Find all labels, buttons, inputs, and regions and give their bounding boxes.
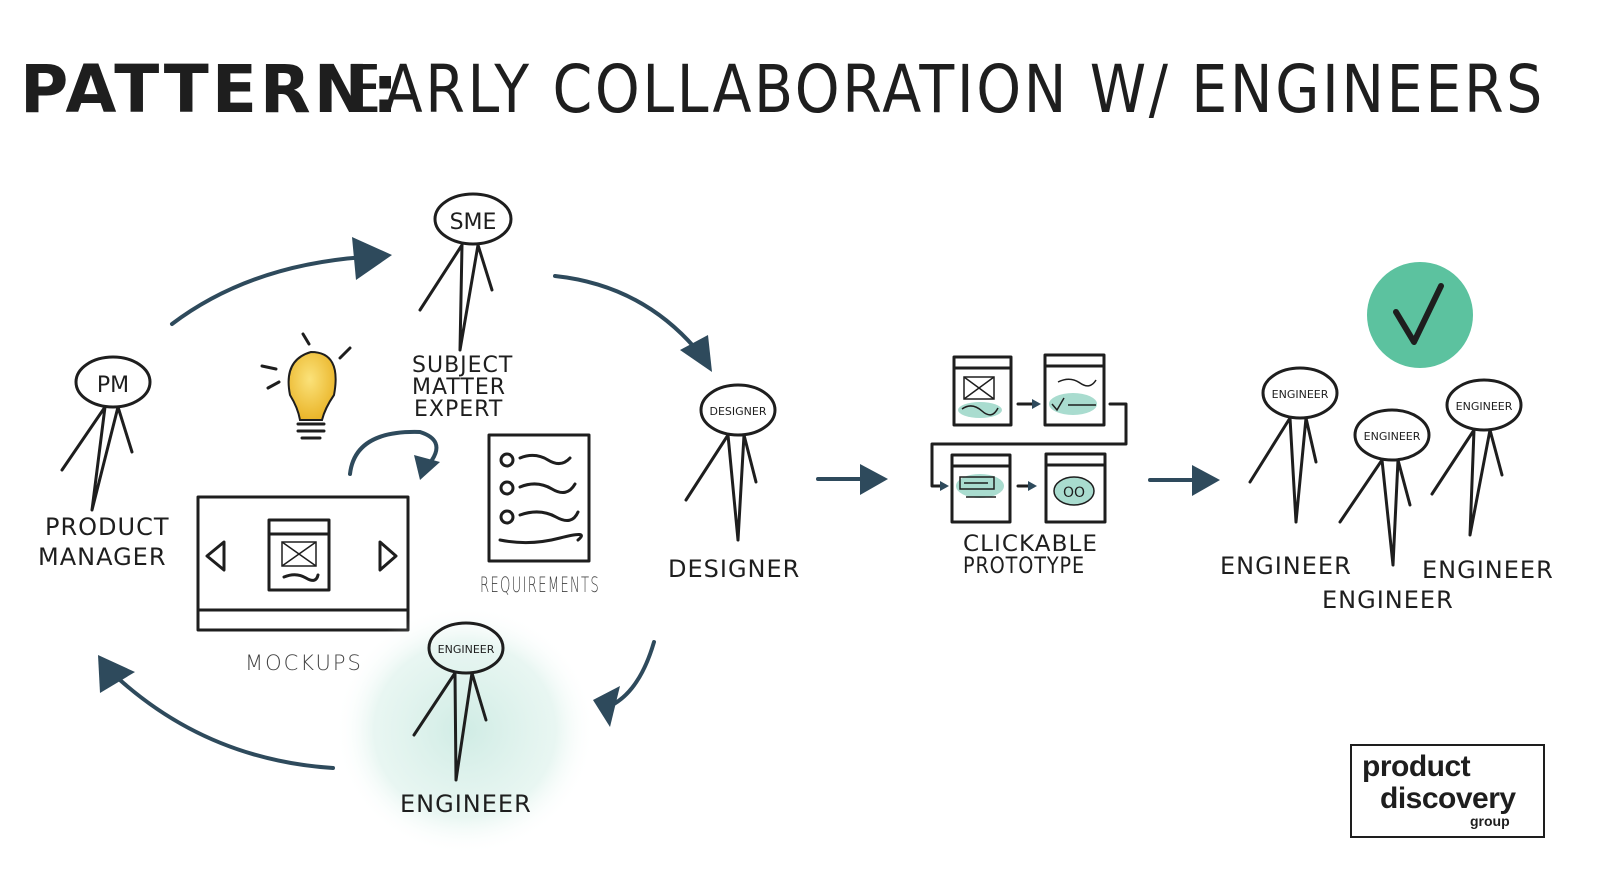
engineer-highlight-wash [335, 605, 595, 855]
prototype-label-line2: PROTOTYPE [963, 554, 1085, 579]
cycle-arrow-sme-to-designer [553, 274, 712, 372]
engineer-1-head-label: ENGINEER [1272, 388, 1329, 401]
engineer-3-head-label: ENGINEER [1456, 400, 1513, 413]
clickable-prototype-artifact: OO CLICKABLE PROTOTYPE [930, 353, 1128, 579]
engineer-2-head-label: ENGINEER [1364, 430, 1421, 443]
figure-engineer-2: ENGINEER ENGINEER [1322, 408, 1454, 614]
figure-designer: DESIGNER DESIGNER [668, 383, 800, 583]
pm-label-line1: PRODUCT [45, 513, 170, 541]
cycle-arrow-pm-to-sme [170, 237, 392, 326]
designer-head-label: DESIGNER [710, 405, 767, 418]
engineer-3-label: ENGINEER [1422, 556, 1554, 584]
sme-head-label: SME [450, 210, 497, 235]
engineer-2-label: ENGINEER [1322, 586, 1454, 614]
flow-arrow-designer-to-prototype [816, 464, 888, 495]
prototype-screen-text: OO [1063, 485, 1085, 501]
engineer-loop-label: ENGINEER [400, 790, 532, 818]
sme-label-line2: MATTER [412, 375, 506, 400]
prototype-label-line1: CLICKABLE [963, 532, 1098, 557]
logo-line-group: group [1470, 813, 1510, 829]
sme-label-line3: EXPERT [414, 397, 503, 422]
curl-arrow-mockups [348, 429, 440, 480]
figure-engineer-3: ENGINEER ENGINEER [1422, 378, 1554, 584]
brand-logo: product discovery group [1350, 744, 1545, 838]
title-prefix: PATTERN: [20, 51, 401, 128]
cycle-arrow-engineer-to-pm [98, 655, 335, 770]
lightbulb-icon [260, 332, 352, 440]
mockups-artifact: MOCKUPS [196, 495, 410, 675]
sme-label-line1: SUBJECT [412, 353, 513, 378]
title-main: EARLY COLLABORATION W/ ENGINEERS [345, 51, 1545, 128]
cycle-arrow-engineer-loop-in [593, 640, 656, 727]
logo-line-discovery: discovery [1380, 782, 1516, 815]
figure-sme: SME SUBJECT MATTER EXPERT [412, 192, 513, 422]
page-title: PATTERN: EARLY COLLABORATION W/ ENGINEER… [20, 51, 1545, 128]
requirements-label: REQUIREMENTS [480, 573, 600, 597]
figure-product-manager: PM PRODUCT MANAGER [38, 355, 170, 571]
requirements-artifact: REQUIREMENTS [480, 433, 600, 597]
mockups-label: MOCKUPS [245, 651, 363, 675]
logo-line-product: product [1362, 750, 1471, 783]
designer-label: DESIGNER [668, 555, 800, 583]
pm-head-label: PM [97, 373, 129, 398]
engineer-1-label: ENGINEER [1220, 552, 1352, 580]
figure-engineer-1: ENGINEER ENGINEER [1220, 366, 1352, 580]
figure-engineer-loop: ENGINEER ENGINEER [400, 621, 532, 818]
flow-arrow-prototype-to-engineers [1148, 465, 1220, 496]
checkmark-icon [1367, 262, 1473, 368]
pm-label-line2: MANAGER [38, 543, 167, 571]
engineer-loop-head-label: ENGINEER [438, 643, 495, 656]
